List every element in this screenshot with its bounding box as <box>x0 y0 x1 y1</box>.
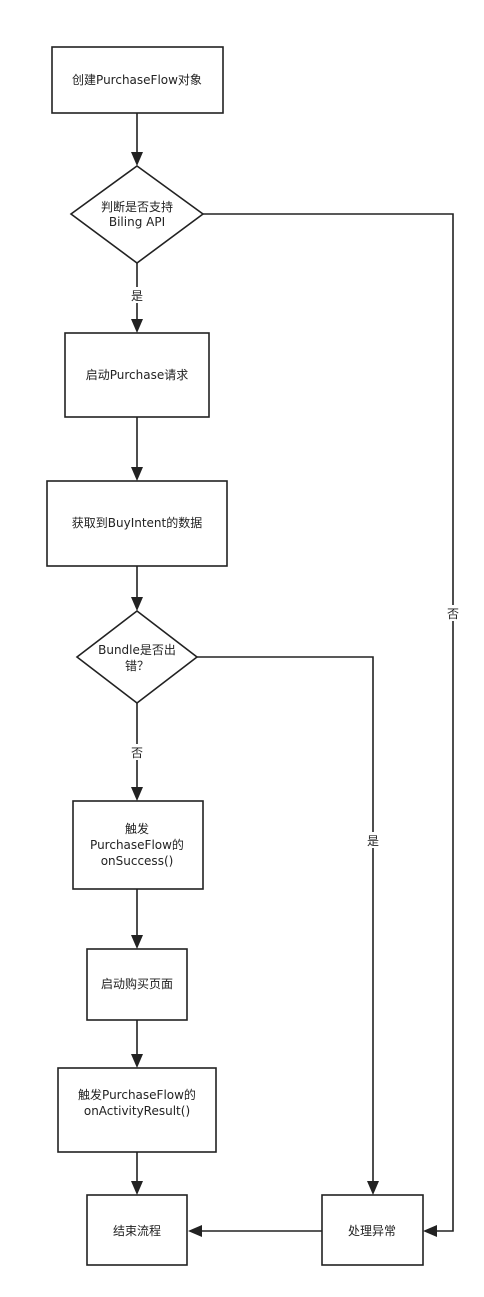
edge-label-bundle-no: 否 <box>129 744 145 760</box>
svg-text:onSuccess(): onSuccess() <box>101 854 174 868</box>
arrowhead <box>131 935 143 949</box>
edge-label-check-yes: 是 <box>129 287 145 303</box>
arrowhead <box>131 1181 143 1195</box>
edge-check-to-handle-error <box>203 213 454 1232</box>
svg-text:触发PurchaseFlow的: 触发PurchaseFlow的 <box>78 1087 196 1102</box>
node-launch-purchase-page: 启动购买页面 <box>86 948 188 1021</box>
svg-text:否: 否 <box>447 607 459 621</box>
node-handle-exception: 处理异常 <box>321 1194 424 1266</box>
svg-text:onActivityResult(): onActivityResult() <box>84 1104 190 1118</box>
edge-label-bundle-yes: 是 <box>365 832 381 848</box>
arrowhead <box>423 1225 437 1237</box>
svg-text:是: 是 <box>367 834 379 848</box>
svg-text:结束流程: 结束流程 <box>113 1223 161 1238</box>
node-get-buyintent-data: 获取到BuyIntent的数据 <box>46 480 228 567</box>
edge-bundle-to-handle-error <box>197 656 374 1185</box>
node-trigger-onactivityresult: 触发PurchaseFlow的 onActivityResult() <box>57 1067 217 1153</box>
arrowhead <box>188 1225 202 1237</box>
svg-text:启动Purchase请求: 启动Purchase请求 <box>86 368 189 382</box>
svg-text:是: 是 <box>131 289 143 303</box>
arrowhead <box>131 319 143 333</box>
svg-text:获取到BuyIntent的数据: 获取到BuyIntent的数据 <box>72 515 202 530</box>
arrowhead <box>367 1181 379 1195</box>
node-create-purchaseflow: 创建PurchaseFlow对象 <box>51 46 224 114</box>
svg-text:否: 否 <box>131 746 143 760</box>
node-check-billing-api: 判断是否支持 Biling API <box>69 165 205 264</box>
svg-text:Bundle是否出: Bundle是否出 <box>98 643 176 657</box>
arrowhead <box>131 787 143 801</box>
svg-text:错？: 错？ <box>125 659 149 673</box>
svg-text:创建PurchaseFlow对象: 创建PurchaseFlow对象 <box>72 73 202 87</box>
svg-text:判断是否支持: 判断是否支持 <box>101 199 173 214</box>
arrowhead <box>131 1054 143 1068</box>
node-trigger-onsuccess: 触发 PurchaseFlow的 onSuccess() <box>72 800 204 890</box>
svg-text:PurchaseFlow的: PurchaseFlow的 <box>90 837 184 852</box>
arrowhead <box>131 597 143 611</box>
svg-text:处理异常: 处理异常 <box>348 1224 396 1238</box>
node-bundle-error-check: Bundle是否出 错？ <box>75 609 199 705</box>
svg-text:Biling API: Biling API <box>109 215 165 229</box>
svg-text:触发: 触发 <box>125 821 149 836</box>
arrowhead <box>131 152 143 166</box>
node-end-flow: 结束流程 <box>86 1194 188 1266</box>
arrowhead <box>131 467 143 481</box>
edge-label-check-no: 否 <box>445 605 461 621</box>
svg-text:启动购买页面: 启动购买页面 <box>101 976 173 991</box>
node-start-purchase-request: 启动Purchase请求 <box>64 332 210 418</box>
